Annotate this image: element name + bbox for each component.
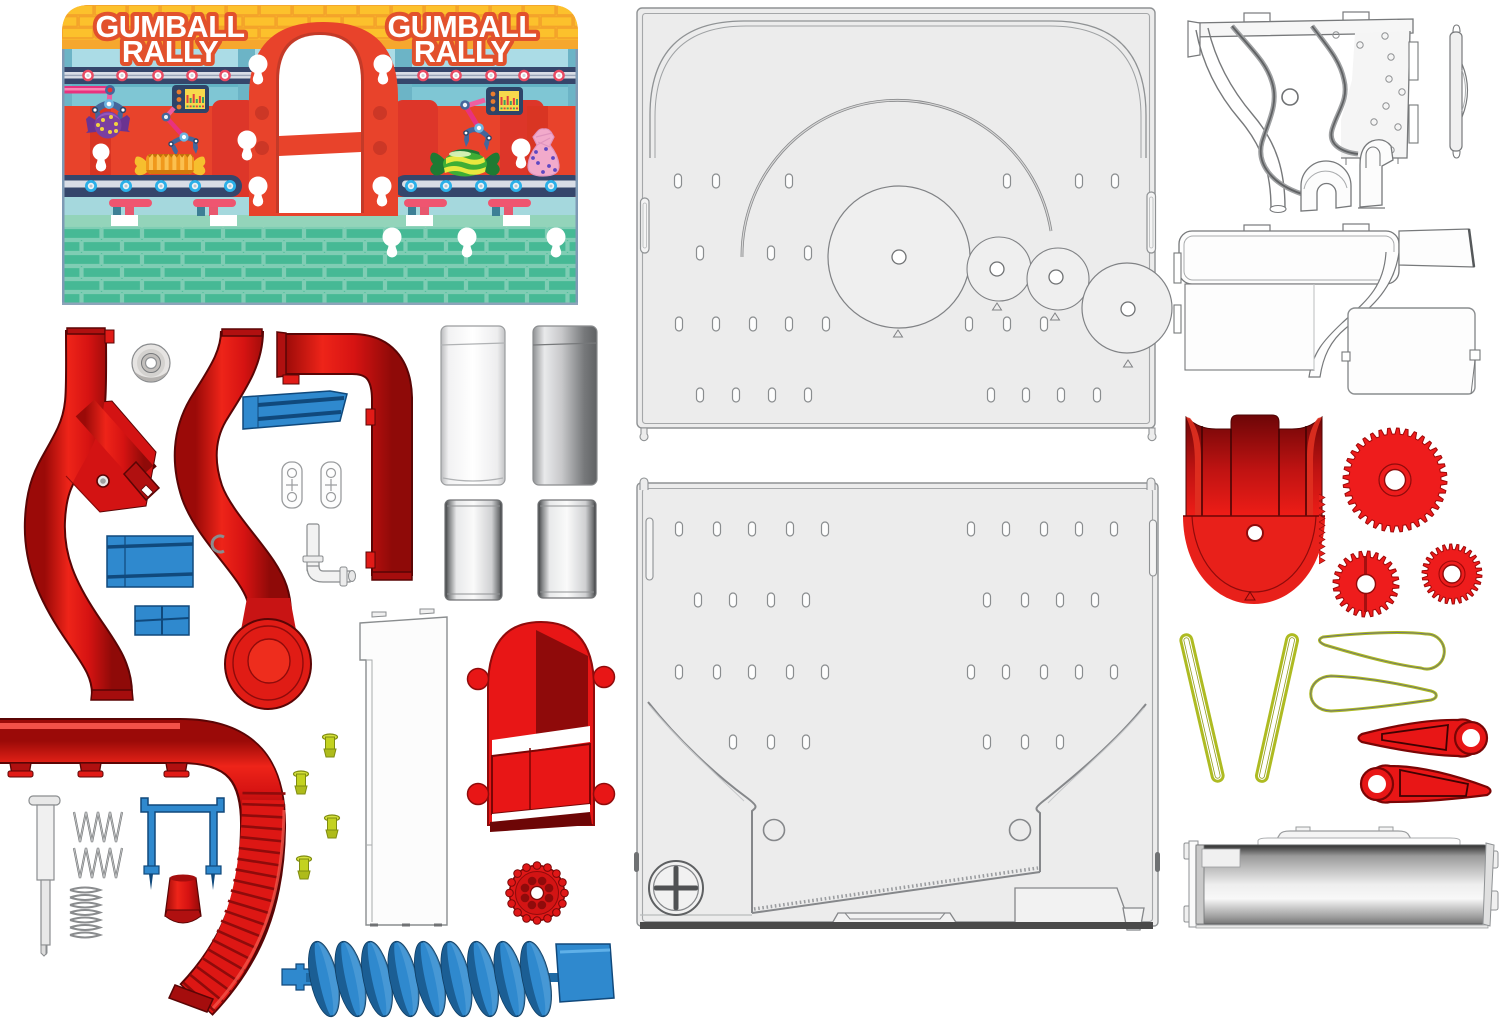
svg-text:GUMBALL: GUMBALL xyxy=(96,10,245,44)
svg-text:RALLY: RALLY xyxy=(414,35,511,69)
svg-text:GUMBALL: GUMBALL xyxy=(388,10,537,44)
svg-text:RALLY: RALLY xyxy=(122,35,219,69)
svg-text:RALLY: RALLY xyxy=(122,35,219,69)
svg-text:GUMBALL: GUMBALL xyxy=(96,10,245,44)
svg-text:GUMBALL: GUMBALL xyxy=(388,10,537,44)
svg-text:RALLY: RALLY xyxy=(414,35,511,69)
